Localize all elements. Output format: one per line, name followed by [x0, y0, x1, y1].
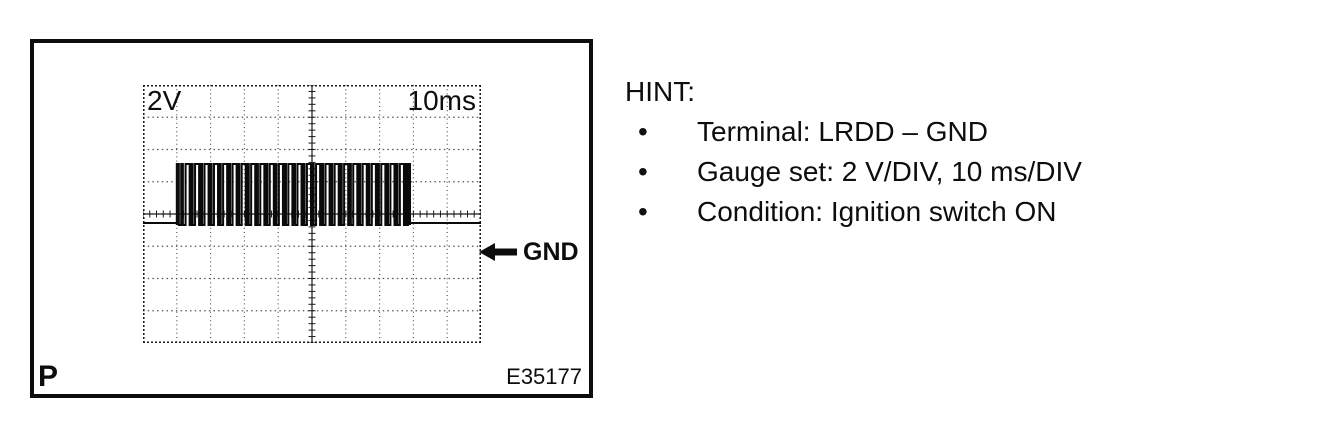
bullet-icon: • [638, 156, 648, 187]
hint-block: HINT: • Terminal: LRDD – GND • Gauge set… [625, 72, 1082, 232]
bullet-icon: • [638, 116, 648, 147]
figure-position-code: P [38, 360, 59, 393]
volts-per-div-label: 2V [147, 85, 182, 116]
hint-item-text: Gauge set: 2 V/DIV, 10 ms/DIV [697, 156, 1082, 187]
hint-item-gauge: • Gauge set: 2 V/DIV, 10 ms/DIV [625, 152, 1082, 192]
hint-list: • Terminal: LRDD – GND • Gauge set: 2 V/… [625, 112, 1082, 232]
left-arrow-icon [479, 243, 517, 261]
hint-item-terminal: • Terminal: LRDD – GND [625, 112, 988, 152]
hint-item-text: Condition: Ignition switch ON [697, 196, 1057, 227]
gnd-label: GND [523, 238, 579, 266]
oscilloscope-figure-frame: 2V 10ms GND P E35177 [30, 39, 593, 398]
figure-id-code: E35177 [506, 364, 582, 389]
oscilloscope-screen: 2V 10ms [143, 85, 481, 343]
hint-item-condition: • Condition: Ignition switch ON [625, 192, 1057, 232]
hint-title: HINT: [625, 76, 695, 107]
bullet-icon: • [638, 196, 648, 227]
oscilloscope-grid-and-waveform [143, 85, 481, 343]
time-per-div-label: 10ms [407, 85, 476, 116]
hint-item-text: Terminal: LRDD – GND [697, 116, 988, 147]
